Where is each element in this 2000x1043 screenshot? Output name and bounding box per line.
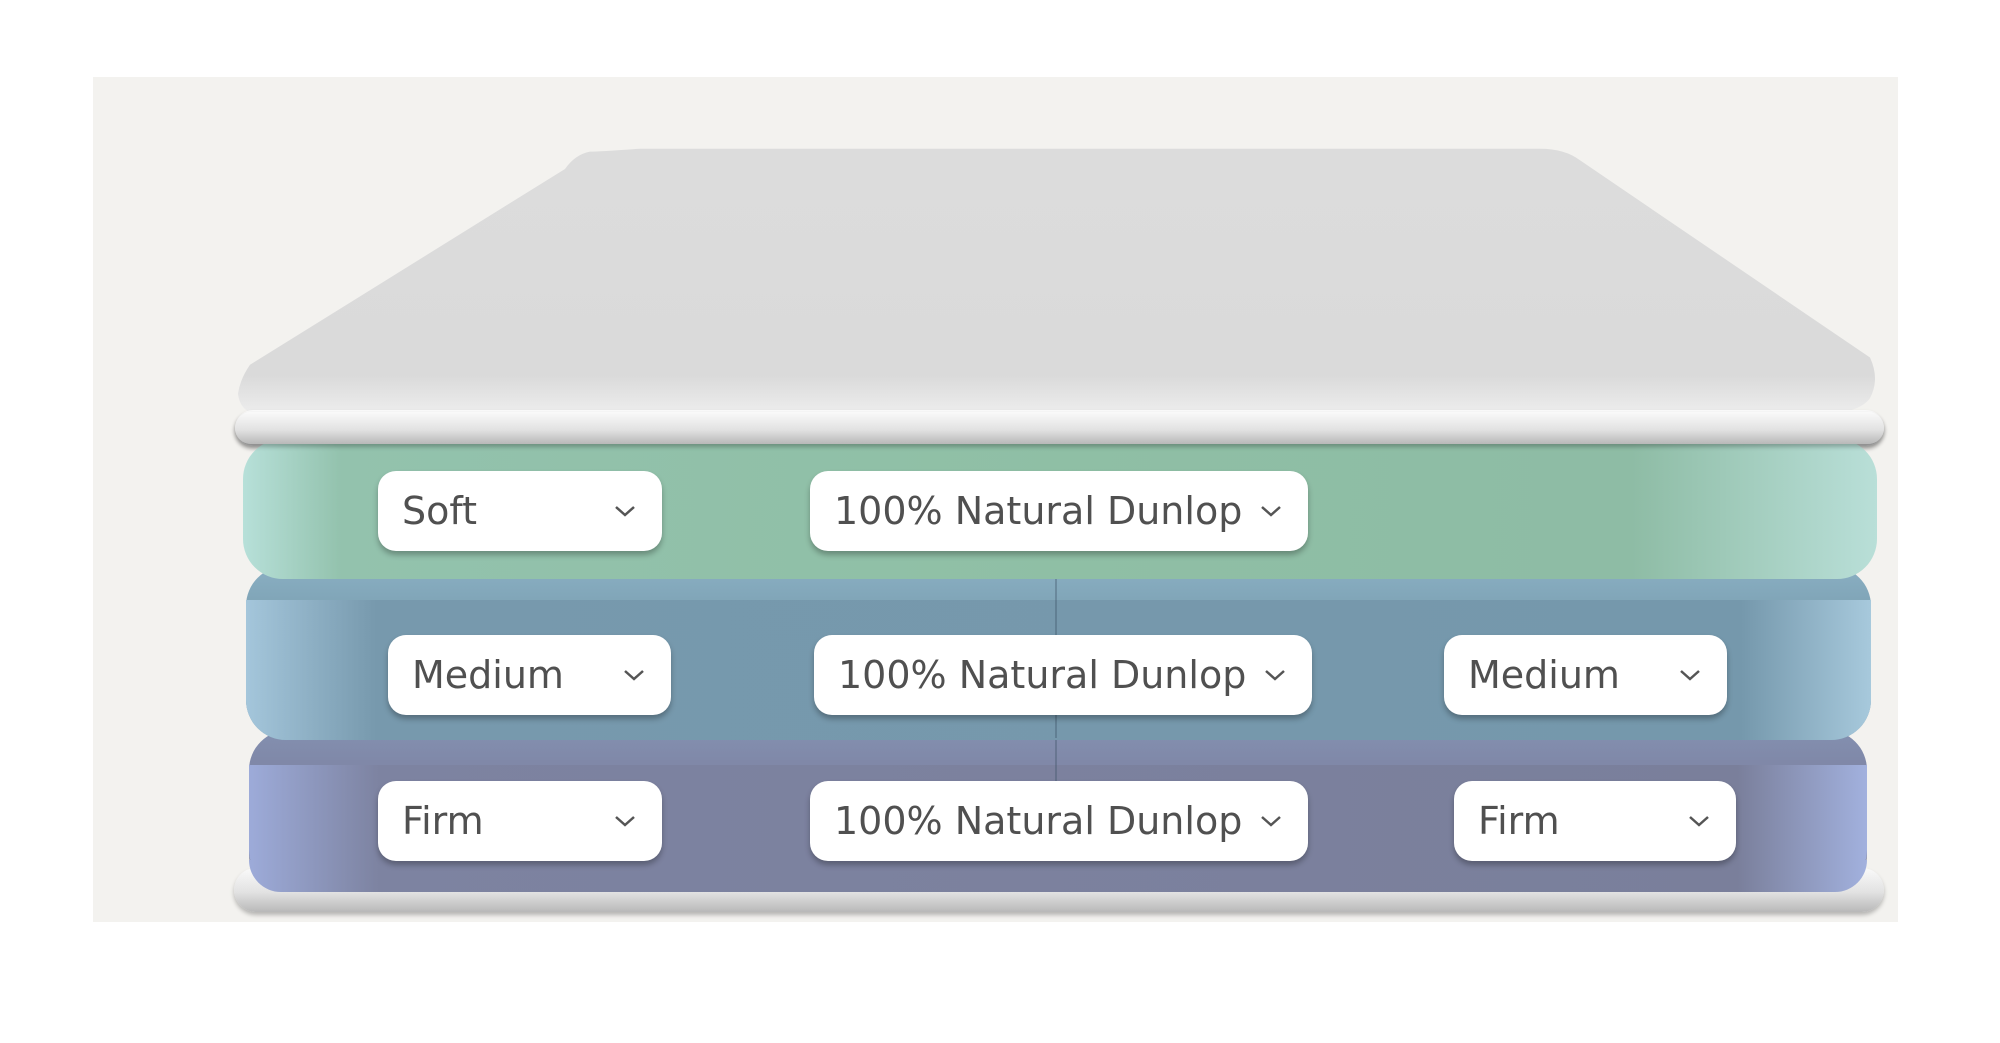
chevron-down-icon [1680,670,1700,681]
chevron-down-icon [624,670,644,681]
chevron-down-icon [1265,670,1285,681]
support-firmness-left-dropdown[interactable]: Medium [388,635,671,715]
dropdown-value: Medium [412,653,564,697]
comfort-firmness-dropdown[interactable]: Soft [378,471,662,551]
support-firmness-right-dropdown[interactable]: Medium [1444,635,1727,715]
support-material-dropdown[interactable]: 100% Natural Dunlop [814,635,1312,715]
comfort-material-dropdown[interactable]: 100% Natural Dunlop [810,471,1308,551]
firm-layer-bottom [249,860,1867,892]
chevron-down-icon [615,816,635,827]
dropdown-value: 100% Natural Dunlop [838,653,1247,697]
dropdown-value: Firm [402,799,484,843]
dropdown-value: Medium [1468,653,1620,697]
chevron-down-icon [1261,506,1281,517]
chevron-down-icon [1261,816,1281,827]
dropdown-value: 100% Natural Dunlop [834,799,1243,843]
base-firmness-right-dropdown[interactable]: Firm [1454,781,1736,861]
dropdown-value: 100% Natural Dunlop [834,489,1243,533]
chevron-down-icon [615,506,635,517]
mattress-top-surface [238,148,1875,416]
base-firmness-left-dropdown[interactable]: Firm [378,781,662,861]
base-material-dropdown[interactable]: 100% Natural Dunlop [810,781,1308,861]
dropdown-value: Firm [1478,799,1560,843]
chevron-down-icon [1689,816,1709,827]
dropdown-value: Soft [402,489,477,533]
top-rim-front [235,412,1884,444]
